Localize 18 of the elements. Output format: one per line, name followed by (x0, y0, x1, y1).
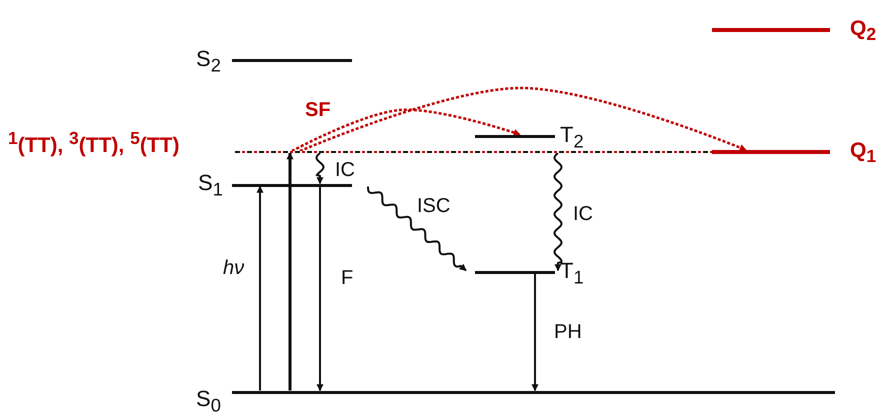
arrow (256, 186, 264, 390)
level-label: T$_{1}$ (560, 260, 584, 287)
arrow (286, 152, 294, 390)
arrow (316, 186, 324, 392)
level-label: S$_{1}$ (198, 172, 223, 199)
wavy-arrow (553, 152, 563, 272)
level-label: Q$_{2}$ (850, 18, 876, 44)
process-label: SF (305, 100, 331, 120)
arrow (532, 274, 538, 392)
curved-arrow (291, 108, 521, 152)
level-label: $^{1}$(TT), $^{3}$(TT), $^{5}$(TT) (8, 130, 180, 156)
level-label: S$_{2}$ (196, 48, 221, 75)
level-label: Q$_{1}$ (850, 140, 876, 166)
wavy-arrow (315, 152, 325, 184)
wavy-arrow (367, 186, 467, 272)
level-label: S$_{0}$ (196, 388, 221, 412)
level-label: T$_{2}$ (560, 124, 584, 151)
curved-arrow (300, 86, 747, 152)
